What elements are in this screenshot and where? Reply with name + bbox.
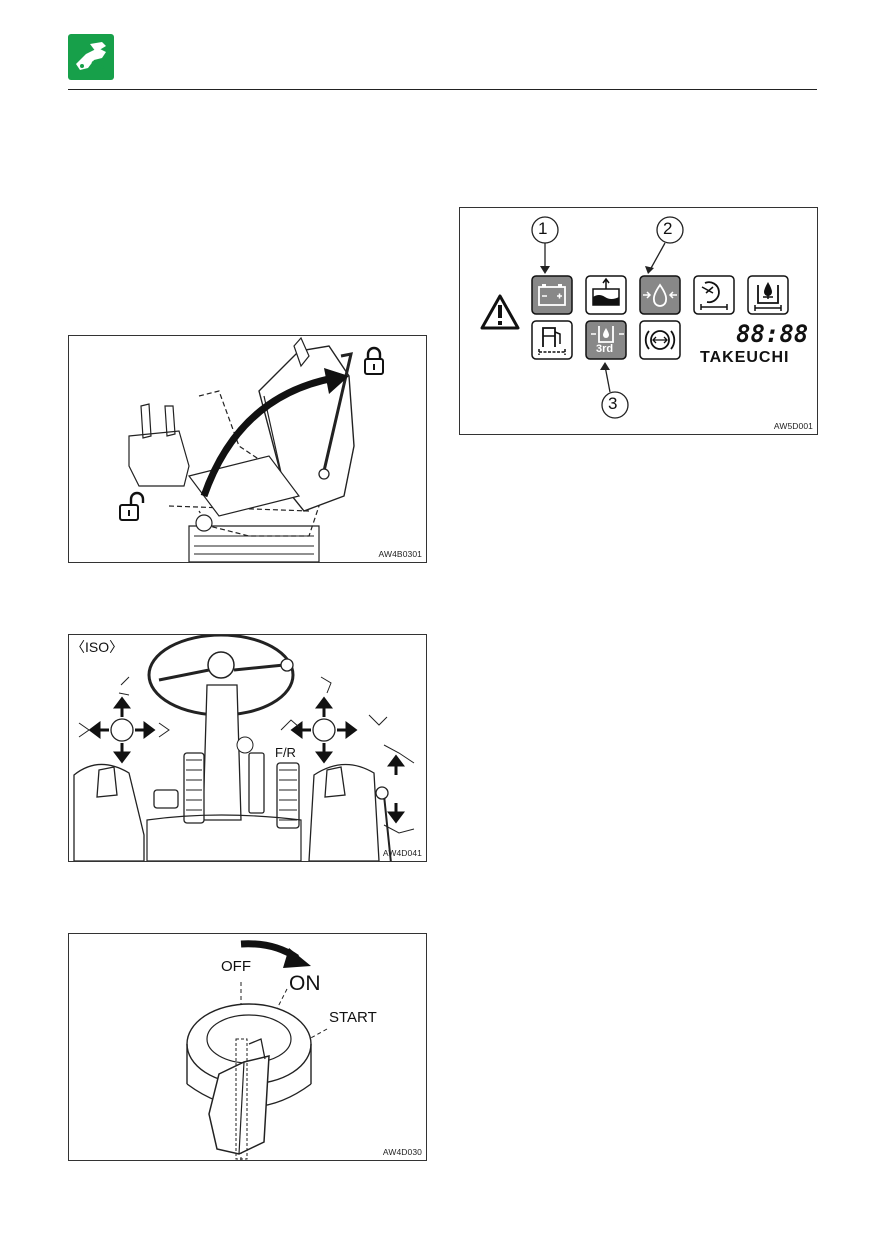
air-filter-icon — [693, 275, 735, 320]
on-label: ON — [289, 972, 321, 996]
callout-1: 1 — [538, 219, 547, 239]
fr-label: F/R — [275, 745, 296, 760]
figure-code: AW4D030 — [383, 1147, 422, 1157]
header-rule — [68, 89, 817, 90]
start-label: START — [329, 1009, 377, 1026]
iso-label: 〈ISO〉 — [71, 637, 123, 657]
brand-logo: TAKEUCHI — [700, 349, 789, 367]
oil-pressure-icon — [639, 275, 681, 320]
callout-2: 2 — [663, 219, 672, 239]
figure-code: AW4B0301 — [379, 549, 422, 559]
clock-display: 88:88 — [736, 320, 808, 348]
brake-icon — [639, 320, 681, 365]
warning-icon — [480, 293, 520, 336]
key-switch-figure: OFF ON START AW4D030 — [68, 933, 427, 1161]
lock-icon — [362, 346, 386, 381]
unlock-icon — [117, 491, 147, 528]
coolant-icon — [585, 275, 627, 320]
fuel-icon — [531, 320, 573, 365]
figure-code: AW4D041 — [383, 848, 422, 858]
off-label: OFF — [221, 958, 251, 975]
hydraulic-icon — [747, 275, 789, 320]
figure-code: AW5D001 — [774, 421, 813, 431]
controls-iso-figure: 〈ISO〉 F/R AW4D041 — [68, 634, 427, 862]
monitor-panel-figure: 1 2 3 — [459, 207, 818, 435]
seat-lock-figure: AW4B0301 — [68, 335, 427, 563]
third-label: 3rd — [596, 343, 613, 355]
hand-wrench-icon — [68, 34, 114, 80]
battery-icon — [531, 275, 573, 320]
callout-3: 3 — [608, 394, 617, 414]
